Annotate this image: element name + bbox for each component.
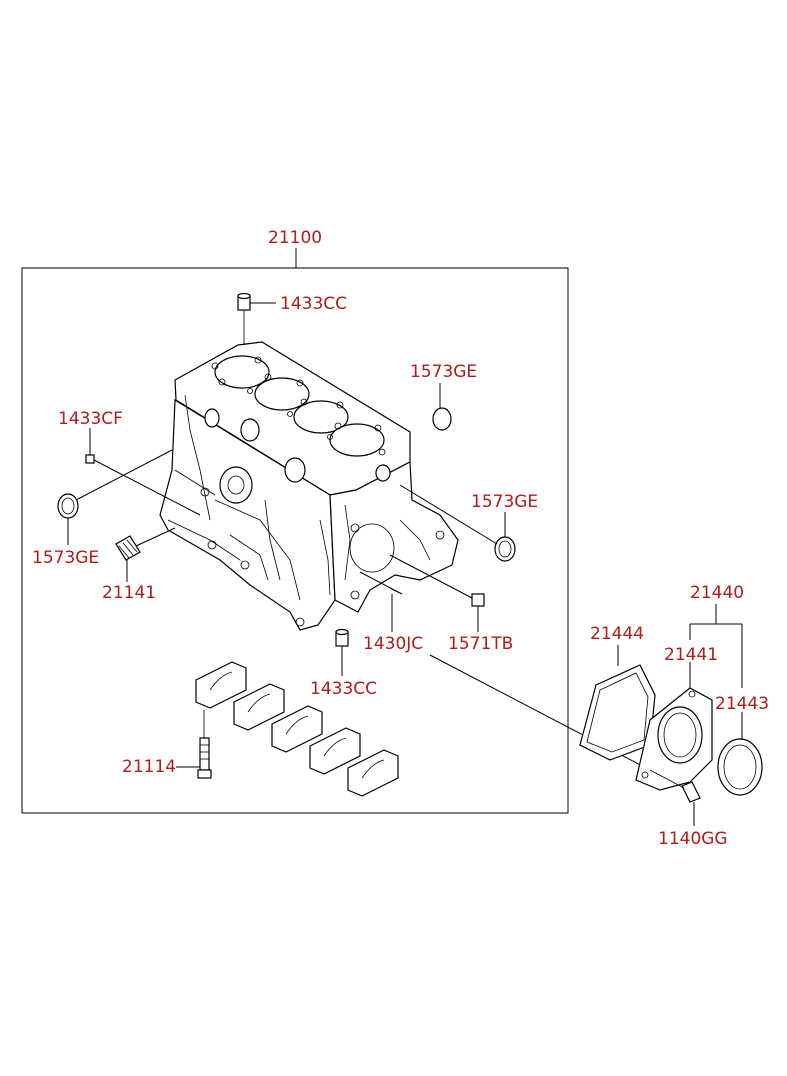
label-drain: 1571TB	[448, 634, 513, 654]
sleeve	[115, 527, 176, 582]
label-cap-right-top: 1573GE	[410, 362, 477, 382]
label-gasket: 21444	[590, 624, 644, 644]
label-assembly: 21100	[268, 228, 322, 248]
dowel	[359, 571, 403, 632]
seal-case	[635, 662, 713, 791]
label-plug-bottom: 1433CC	[310, 679, 377, 699]
label-sleeve: 21141	[102, 583, 156, 603]
pin	[85, 428, 201, 516]
label-cap-right: 1573GE	[471, 492, 538, 512]
bearing-caps	[195, 661, 399, 797]
label-plug-top: 1433CC	[280, 294, 347, 314]
label-cap-left: 1573GE	[32, 548, 99, 568]
drain-plug	[389, 554, 485, 632]
label-seal-case: 21441	[664, 645, 718, 665]
cap-right-top	[432, 383, 452, 431]
assembly-frame	[21, 267, 569, 814]
cap-bolt	[176, 710, 212, 779]
label-dowel: 1430JC	[363, 634, 423, 654]
label-pin: 1433CF	[58, 409, 123, 429]
label-seal-assy: 21440	[690, 583, 744, 603]
label-bolt-cap: 21114	[122, 757, 176, 777]
cap-right	[399, 484, 516, 562]
oil-seal	[717, 712, 763, 796]
plug-top	[237, 292, 276, 345]
label-screw: 1140GG	[658, 829, 728, 849]
cap-left	[57, 449, 173, 545]
plug-bottom	[335, 628, 349, 676]
gasket	[579, 645, 656, 761]
label-oil-seal: 21443	[715, 694, 769, 714]
cylinder-block	[159, 341, 459, 631]
seal-bracket	[689, 604, 743, 688]
screw	[649, 769, 701, 826]
